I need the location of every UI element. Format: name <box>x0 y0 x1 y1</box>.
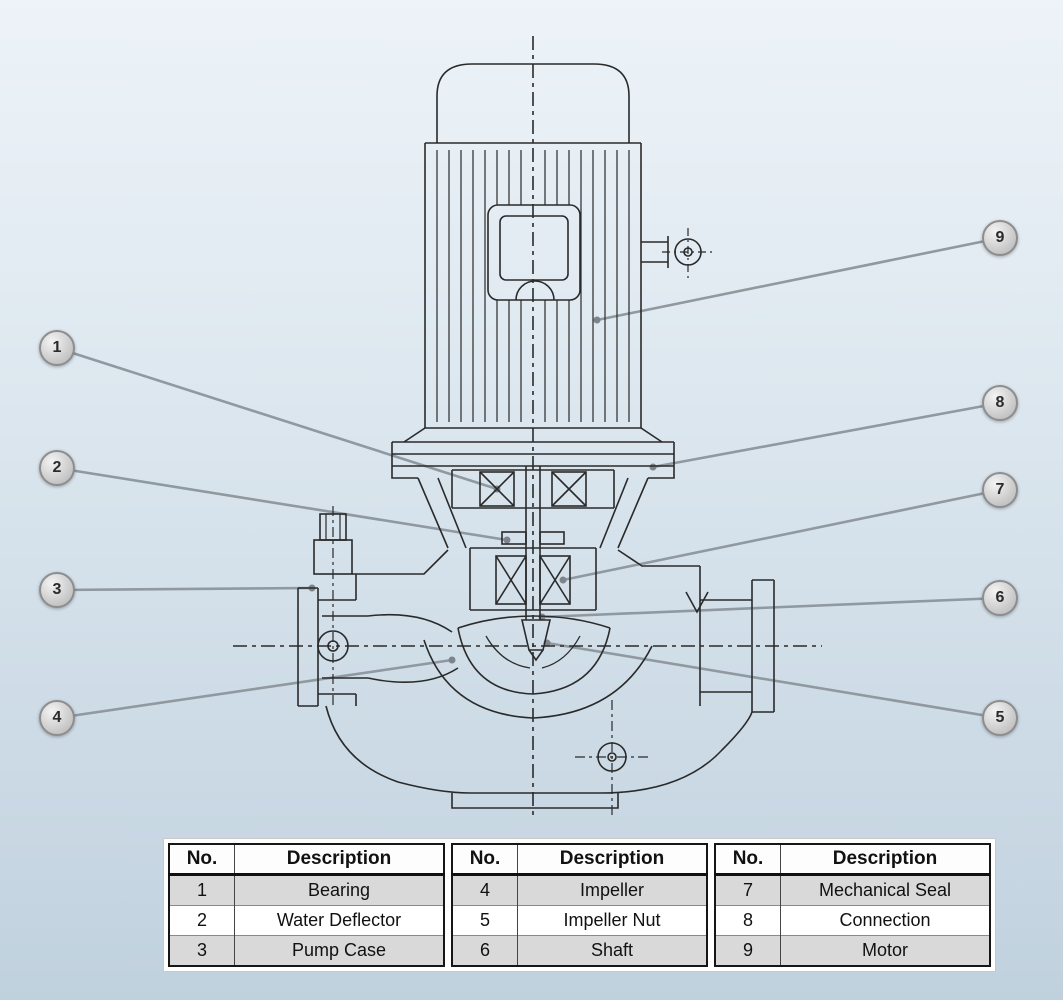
pump-casing <box>297 506 775 809</box>
callout-7: 7 <box>982 472 1018 508</box>
callout-5: 5 <box>982 700 1018 736</box>
parts-table-group-2: No. Description 4 Impeller 5 Impeller Nu… <box>451 843 708 967</box>
casing-bolt-symbol-bottom <box>575 700 650 818</box>
part-desc-cell: Bearing <box>234 874 444 906</box>
part-desc-cell: Mechanical Seal <box>780 874 990 906</box>
motor-flange-connection <box>391 427 675 479</box>
table-row: 7 Mechanical Seal <box>715 874 990 906</box>
callout-4: 4 <box>39 700 75 736</box>
part-no-cell: 4 <box>452 874 518 906</box>
motor-side-boss <box>641 228 714 278</box>
column-header-no: No. <box>169 844 235 876</box>
motor-top-cover <box>436 63 630 143</box>
callout-6: 6 <box>982 580 1018 616</box>
column-header-no: No. <box>452 844 518 876</box>
table-row: 8 Connection <box>715 905 990 936</box>
impeller-nut <box>520 619 552 662</box>
part-desc-cell: Shaft <box>517 935 707 966</box>
part-desc-cell: Water Deflector <box>234 905 444 936</box>
part-no-cell: 1 <box>169 874 235 906</box>
flange-bolt-symbol-left <box>317 630 349 662</box>
mechanical-seal <box>469 547 597 611</box>
callout-1: 1 <box>39 330 75 366</box>
callout-9-number: 9 <box>995 229 1005 246</box>
impeller <box>457 615 611 695</box>
table-row: 9 Motor <box>715 935 990 966</box>
centerlines <box>233 36 822 818</box>
part-desc-cell: Pump Case <box>234 935 444 966</box>
table-header-row: No. Description <box>452 844 707 876</box>
callout-2: 2 <box>39 450 75 486</box>
part-desc-cell: Motor <box>780 935 990 966</box>
part-no-cell: 7 <box>715 874 781 906</box>
table-row: 1 Bearing <box>169 874 444 906</box>
table-row: 5 Impeller Nut <box>452 905 707 936</box>
part-no-cell: 3 <box>169 935 235 966</box>
motor-body <box>424 142 642 429</box>
callout-3: 3 <box>39 572 75 608</box>
parts-table-group-1: No. Description 1 Bearing 2 Water Deflec… <box>168 843 445 967</box>
terminal-box <box>487 204 581 301</box>
callout-7-number: 7 <box>995 481 1005 498</box>
table-row: 4 Impeller <box>452 874 707 906</box>
part-no-cell: 2 <box>169 905 235 936</box>
parts-table: No. Description 1 Bearing 2 Water Deflec… <box>163 838 996 972</box>
callout-3-number: 3 <box>52 581 62 598</box>
part-no-cell: 5 <box>452 905 518 936</box>
callout-9: 9 <box>982 220 1018 256</box>
part-desc-cell: Impeller Nut <box>517 905 707 936</box>
callout-5-number: 5 <box>995 709 1005 726</box>
column-header-description: Description <box>780 844 990 876</box>
table-row: 3 Pump Case <box>169 935 444 966</box>
parts-table-group-3: No. Description 7 Mechanical Seal 8 Conn… <box>714 843 991 967</box>
callout-6-number: 6 <box>995 589 1005 606</box>
bearing-housing <box>451 469 615 509</box>
part-desc-cell: Impeller <box>517 874 707 906</box>
callout-4-number: 4 <box>52 709 62 726</box>
table-header-row: No. Description <box>169 844 444 876</box>
part-desc-cell: Connection <box>780 905 990 936</box>
callout-2-number: 2 <box>52 459 62 476</box>
part-no-cell: 6 <box>452 935 518 966</box>
support-bracket <box>417 477 649 549</box>
water-deflector <box>501 531 565 545</box>
callout-1-number: 1 <box>52 339 62 356</box>
part-no-cell: 8 <box>715 905 781 936</box>
table-row: 2 Water Deflector <box>169 905 444 936</box>
callout-8-number: 8 <box>995 394 1005 411</box>
callout-8: 8 <box>982 385 1018 421</box>
column-header-no: No. <box>715 844 781 876</box>
column-header-description: Description <box>517 844 707 876</box>
cooling-fins <box>436 150 630 422</box>
table-row: 6 Shaft <box>452 935 707 966</box>
column-header-description: Description <box>234 844 444 876</box>
part-no-cell: 9 <box>715 935 781 966</box>
table-header-row: No. Description <box>715 844 990 876</box>
